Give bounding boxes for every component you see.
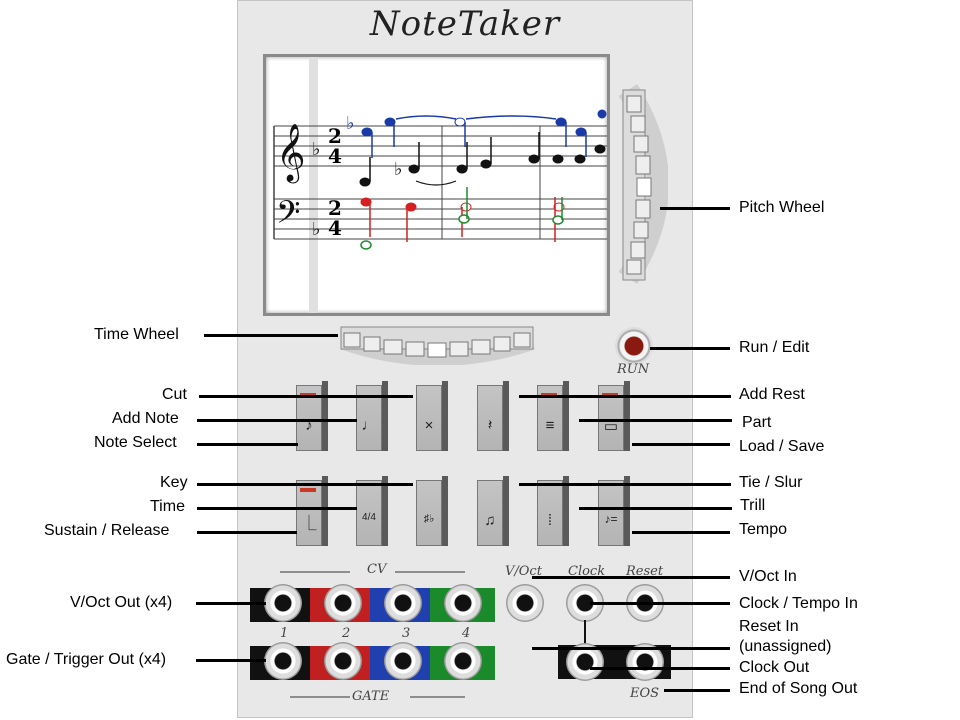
run-edit-button[interactable] [615, 327, 653, 365]
voct-out-callout: V/Oct Out (x4) [70, 594, 173, 611]
load-save-button[interactable]: ▭ [598, 381, 630, 453]
black-notes: ♭ [359, 132, 606, 187]
svg-text:♭: ♭ [312, 139, 321, 160]
clock-tempo-in-callout: Clock / Tempo In [739, 595, 858, 612]
add-rest-callout: Add Rest [739, 386, 805, 403]
cut-icon: × [424, 417, 434, 434]
pitch-wheel-callout: Pitch Wheel [739, 199, 825, 216]
tie-slur-callout: Tie / Slur [739, 474, 803, 491]
key-signature-icon: ♯♭ [423, 513, 435, 525]
envelope-icon: ⎿ [301, 515, 317, 532]
clock-out-callout: Clock Out [739, 659, 810, 676]
time-button[interactable]: 4/4 [356, 476, 388, 548]
sustain-release-button[interactable]: ⎿ [296, 476, 328, 548]
clock-link-line [584, 620, 586, 646]
channel-4-label: 4 [462, 626, 471, 641]
voct-out-3-jack[interactable] [384, 584, 422, 622]
gate-label: GATE [352, 689, 390, 704]
note-select-icon: ♪ [305, 417, 313, 434]
voct-in-jack[interactable] [506, 584, 544, 622]
add-note-button[interactable]: ♩ [356, 381, 388, 453]
voct-out-1-jack[interactable] [264, 584, 302, 622]
add-note-icon: ♩ [361, 417, 377, 434]
gate-out-callout: Gate / Trigger Out (x4) [6, 651, 167, 668]
reset-in-label: Reset [626, 564, 664, 579]
reset-unassigned-callout: (unassigned) [739, 638, 832, 655]
time-wheel-callout: Time Wheel [94, 326, 179, 343]
svg-text:♭: ♭ [346, 113, 355, 133]
gate-out-4-jack[interactable] [444, 642, 482, 680]
tie-icon: ♫ [484, 512, 496, 529]
cut-callout: Cut [162, 386, 187, 403]
time-sig-bottom: 4 [328, 144, 342, 168]
key-callout: Key [160, 474, 188, 491]
svg-text:♭: ♭ [394, 159, 403, 179]
time-sig-top-bass: 2 [328, 196, 342, 220]
channel-3-label: 3 [402, 626, 411, 641]
tempo-icon: ♪= [604, 512, 618, 526]
trill-button[interactable]: ⁞ [537, 476, 569, 548]
pitch-wheel[interactable] [618, 84, 668, 284]
time-signature-icon: 4/4 [362, 512, 376, 523]
score-svg: 𝄞 𝄢 ♭ ♭ 2 4 2 4 ♭ ♭ [273, 57, 607, 313]
note-select-button[interactable]: ♪ [296, 381, 328, 453]
sustain-release-callout: Sustain / Release [44, 522, 170, 539]
run-label: RUN [617, 362, 650, 377]
channel-1-label: 1 [280, 626, 289, 641]
green-notes [360, 187, 564, 250]
sustain-led [300, 488, 316, 492]
cv-label: CV [367, 562, 387, 577]
trill-callout: Trill [740, 497, 766, 514]
voct-out-2-jack[interactable] [324, 584, 362, 622]
svg-text:♭: ♭ [312, 219, 321, 240]
reset-in-callout: Reset In [739, 618, 799, 635]
load-save-callout: Load / Save [739, 438, 825, 455]
note-select-callout: Note Select [94, 434, 177, 451]
time-sig-top: 2 [328, 124, 342, 148]
time-sig-bottom-bass: 4 [328, 216, 342, 240]
tempo-callout: Tempo [739, 521, 788, 538]
add-rest-button[interactable]: 𝄽 [477, 381, 509, 453]
part-callout: Part [742, 414, 772, 431]
cut-button[interactable]: × [416, 381, 448, 453]
rest-icon: 𝄽 [487, 417, 493, 434]
key-button[interactable]: ♯♭ [416, 476, 448, 548]
gate-out-1-jack[interactable] [264, 642, 302, 680]
tie-slur-button[interactable]: ♫ [477, 476, 509, 548]
gate-out-2-jack[interactable] [324, 642, 362, 680]
add-note-callout: Add Note [112, 410, 179, 427]
voct-in-callout: V/Oct In [739, 568, 797, 585]
time-wheel[interactable] [338, 325, 538, 365]
treble-staff [273, 125, 607, 240]
clock-in-label: Clock [568, 564, 606, 579]
part-icon: ≡ [545, 417, 555, 434]
bass-clef-icon: 𝄢 [276, 194, 300, 238]
voct-out-4-jack[interactable] [444, 584, 482, 622]
module-title: NoteTaker [369, 4, 561, 44]
blue-notes: ♭ [346, 109, 607, 158]
file-icon: ▭ [603, 418, 619, 435]
eos-label: EOS [630, 686, 660, 701]
tempo-button[interactable]: ♪= [598, 476, 630, 548]
trill-icon: ⁞ [547, 512, 553, 529]
run-edit-callout: Run / Edit [739, 339, 810, 356]
channel-2-label: 2 [342, 626, 351, 641]
gate-out-3-jack[interactable] [384, 642, 422, 680]
score-display[interactable]: 𝄞 𝄢 ♭ ♭ 2 4 2 4 ♭ ♭ [263, 54, 610, 316]
time-callout: Time [150, 498, 185, 515]
treble-clef-icon: 𝄞 [276, 123, 306, 184]
part-button[interactable]: ≡ [537, 381, 569, 453]
voct-in-label: V/Oct [505, 564, 542, 579]
eos-out-callout: End of Song Out [739, 680, 858, 697]
